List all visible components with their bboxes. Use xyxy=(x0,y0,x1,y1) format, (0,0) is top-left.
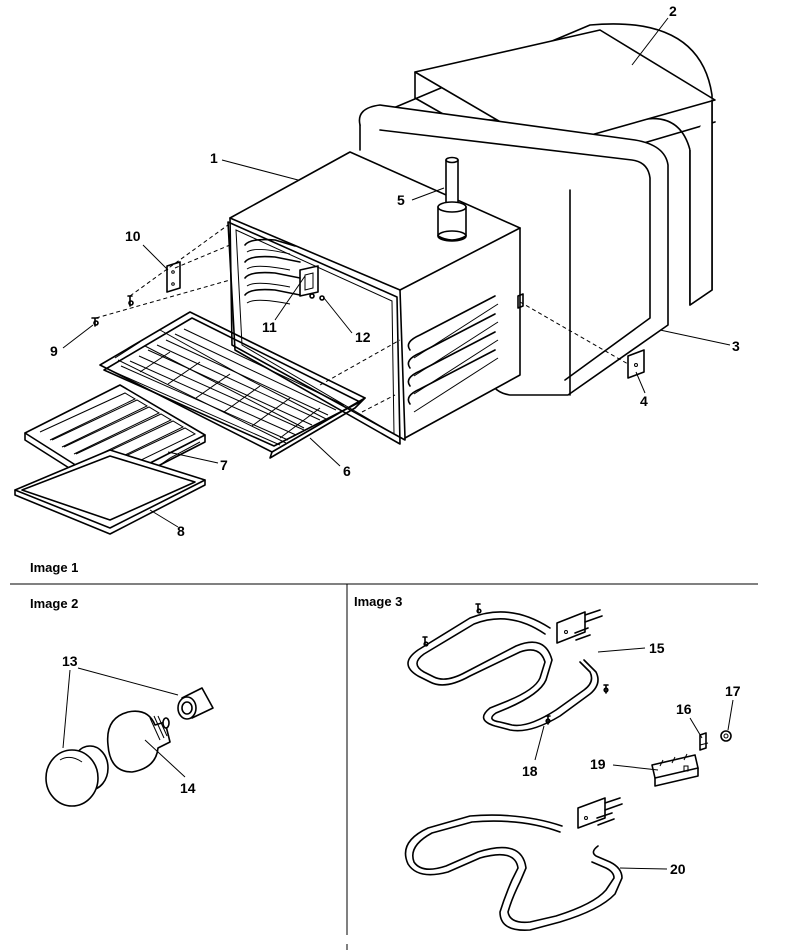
callout-8: 8 xyxy=(177,523,185,539)
caption-image1: Image 1 xyxy=(30,560,78,575)
vent-tube xyxy=(437,156,467,242)
callout-3: 3 xyxy=(732,338,740,354)
leader-18 xyxy=(534,725,545,761)
leader-15 xyxy=(597,647,646,653)
element-clip xyxy=(699,732,709,751)
callout-20: 20 xyxy=(670,861,686,877)
leader-17 xyxy=(727,699,734,731)
callout-9: 9 xyxy=(50,343,58,359)
image1-leader-lines xyxy=(62,17,731,528)
callout-16: 16 xyxy=(676,701,692,717)
element-screws xyxy=(422,603,609,725)
leader-13a xyxy=(62,669,71,749)
callout-7: 7 xyxy=(220,457,228,473)
alignment-lines xyxy=(95,224,629,413)
callout-19: 19 xyxy=(590,756,606,772)
callout-18: 18 xyxy=(522,763,538,779)
callout-6: 6 xyxy=(343,463,351,479)
oven-rack xyxy=(99,311,366,459)
callout-2: 2 xyxy=(669,3,677,19)
caption-image3: Image 3 xyxy=(354,594,402,609)
light-bulb xyxy=(106,710,171,773)
leader-13b xyxy=(77,667,179,696)
leader-20 xyxy=(619,867,668,870)
callout-1: 1 xyxy=(210,150,218,166)
callout-13: 13 xyxy=(62,653,78,669)
callout-5: 5 xyxy=(397,192,405,208)
callout-11: 11 xyxy=(262,319,277,335)
left-bracket-parts xyxy=(91,261,181,327)
lamp-lens-cover xyxy=(45,745,109,807)
callout-15: 15 xyxy=(649,640,665,656)
right-bracket xyxy=(517,293,645,379)
broil-pan-insert xyxy=(24,384,206,493)
image1-oven-assembly: 1 2 3 4 5 6 7 8 9 10 11 12 Image 1 xyxy=(14,3,740,575)
section-dividers xyxy=(10,583,758,950)
callout-17: 17 xyxy=(725,683,741,699)
element-nut xyxy=(720,730,732,742)
broil-element xyxy=(407,609,603,732)
image3-heating-elements: Image 3 xyxy=(354,594,741,931)
callout-12: 12 xyxy=(355,329,371,345)
terminal-block xyxy=(651,753,699,787)
callout-14: 14 xyxy=(180,780,196,796)
leader-19 xyxy=(612,764,659,771)
broil-pan xyxy=(14,449,206,535)
callout-10: 10 xyxy=(125,228,141,244)
bake-element xyxy=(404,797,623,931)
leader-16 xyxy=(689,717,703,739)
callout-4: 4 xyxy=(640,393,648,409)
caption-image2: Image 2 xyxy=(30,596,78,611)
leader-14 xyxy=(144,739,186,778)
image2-lamp-parts: Image 2 13 14 xyxy=(30,596,214,807)
lamp-socket-sleeve xyxy=(177,687,214,720)
